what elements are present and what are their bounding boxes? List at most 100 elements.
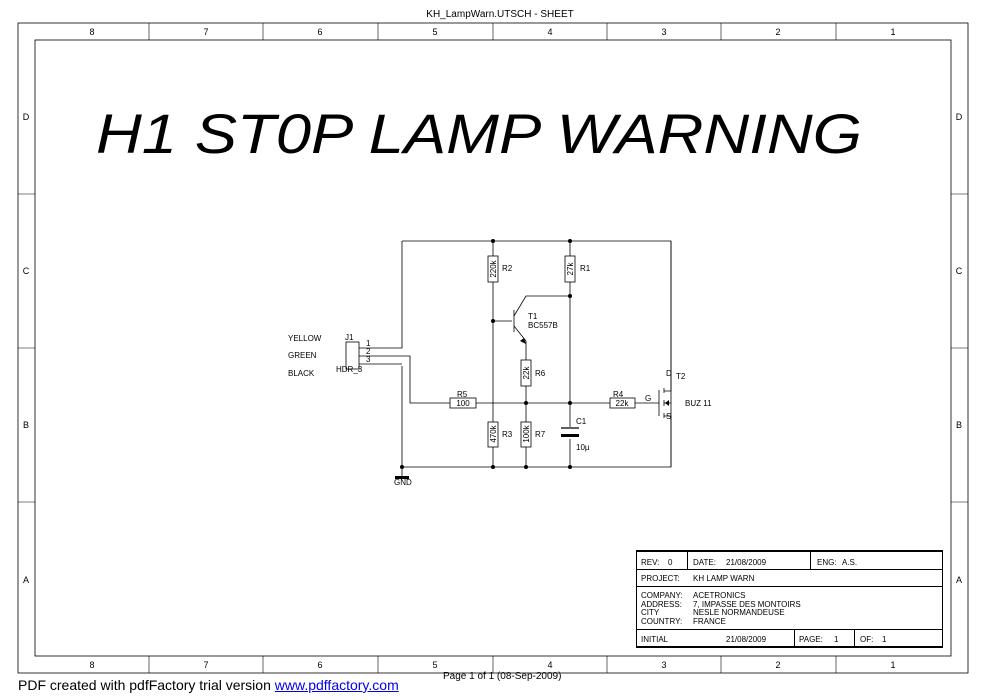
junction-dots	[400, 239, 572, 469]
r3-value: 470k	[489, 424, 498, 442]
tb-eng-label: ENG:	[817, 558, 837, 567]
col-label-bottom: 2	[775, 660, 780, 670]
row-label-right: B	[956, 420, 962, 430]
tb-initial-date: 21/08/2009	[726, 635, 767, 644]
tb-page-value: 1	[834, 635, 839, 644]
tb-rev-value: 0	[668, 558, 673, 567]
r2-value: 220k	[489, 259, 498, 277]
r7-ref: R7	[535, 430, 546, 439]
col-label-top: 1	[890, 27, 895, 37]
pdf-footer: PDF created with pdfFactory trial versio…	[18, 677, 399, 693]
tb-initial-label: INITIAL	[641, 635, 669, 644]
j1-pin-2: 2	[366, 347, 371, 356]
sheet-title: H1 ST0P LAMP WARNING	[96, 102, 862, 165]
tb-of-label: OF:	[860, 635, 874, 644]
wire-label-green: GREEN	[288, 351, 317, 360]
j1-value: HDR_3	[336, 365, 363, 374]
row-dividers	[18, 193, 968, 503]
r4-value: 22k	[616, 399, 630, 408]
tb-company-label: COMPANY:	[641, 591, 683, 600]
r6-ref: R6	[535, 369, 546, 378]
gnd-symbol	[395, 476, 409, 479]
tb-country-label: COUNTRY:	[641, 616, 683, 626]
c1-value: 10µ	[576, 443, 590, 452]
circuit-wires	[359, 240, 672, 476]
col-label-top: 8	[89, 27, 94, 37]
resistor-r7	[520, 421, 532, 448]
resistor-r6	[520, 359, 532, 387]
r2-ref: R2	[502, 264, 513, 273]
tb-divider	[810, 550, 811, 570]
tb-address-label: ADDRESS:	[641, 599, 682, 609]
wire-label-black: BLACK	[288, 369, 315, 378]
row-label-left: C	[23, 266, 30, 276]
col-label-bottom: 5	[432, 660, 437, 670]
tb-initial-row: INITIAL 21/08/2009 PAGE: 1 OF: 1	[636, 629, 943, 648]
j1-pin-1: 1	[366, 339, 371, 348]
r4-ref: R4	[613, 390, 624, 399]
tb-of-value: 1	[882, 635, 887, 644]
col-label-top: 6	[317, 27, 322, 37]
tb-project-row: PROJECT: KH LAMP WARN	[636, 569, 943, 587]
row-label-left: B	[23, 420, 29, 430]
row-label-left: A	[23, 575, 29, 585]
r6-value: 22k	[522, 366, 531, 380]
t2-pin-g: G	[645, 394, 651, 403]
r1-ref: R1	[580, 264, 591, 273]
resistor-r2	[487, 255, 499, 283]
tb-divider	[794, 629, 795, 648]
col-label-bottom: 1	[890, 660, 895, 670]
title-block: REV: 0 DATE: 21/08/2009 ENG: A.S. PROJEC…	[636, 548, 943, 648]
tb-date-value: 21/08/2009	[726, 558, 767, 567]
t2-ref: T2	[676, 372, 686, 381]
wire-label-yellow: YELLOW	[288, 334, 322, 343]
tb-project-value: KH LAMP WARN	[693, 574, 755, 583]
resistor-r3	[487, 421, 499, 448]
col-label-bottom: 8	[89, 660, 94, 670]
resistor-r1	[564, 255, 576, 283]
col-label-bottom: 6	[317, 660, 322, 670]
t1-ref: T1	[528, 312, 538, 321]
connector-j1	[345, 341, 360, 370]
col-label-top: 5	[432, 27, 437, 37]
tb-divider	[854, 629, 855, 648]
col-label-top: 3	[661, 27, 666, 37]
column-dividers	[148, 23, 837, 673]
tb-rev-row: REV: 0 DATE: 21/08/2009 ENG: A.S.	[636, 550, 943, 570]
resistor-r5	[449, 397, 477, 409]
row-label-right: C	[956, 266, 963, 276]
r1-value: 27k	[566, 262, 575, 276]
row-label-right: A	[956, 575, 962, 585]
t2-channel-arrow	[665, 400, 669, 406]
r5-ref: R5	[457, 390, 468, 399]
col-label-top: 4	[547, 27, 552, 37]
col-label-top: 7	[203, 27, 208, 37]
tb-city-value: NESLE NORMANDEUSE	[693, 608, 785, 617]
capacitor-c1	[561, 427, 579, 437]
r5-value: 100	[456, 399, 470, 408]
col-label-bottom: 7	[203, 660, 208, 670]
c1-ref: C1	[576, 417, 587, 426]
tb-divider	[687, 550, 688, 570]
tb-project-label: PROJECT:	[641, 574, 680, 583]
pdffactory-link[interactable]: www.pdffactory.com	[274, 677, 399, 693]
r7-value: 100k	[522, 424, 531, 442]
t1-emitter-arrow	[520, 338, 526, 344]
j1-pin-3: 3	[366, 355, 371, 364]
tb-page-label: PAGE:	[799, 635, 823, 644]
r3-ref: R3	[502, 430, 513, 439]
col-label-top: 2	[775, 27, 780, 37]
tb-address-value: 7, IMPASSE DES MONTOIRS	[693, 599, 801, 609]
tb-company-row: COMPANY: ACETRONICS ADDRESS: 7, IMPASSE …	[636, 586, 943, 630]
col-label-bottom: 4	[547, 660, 552, 670]
pdf-footer-text: PDF created with pdfFactory trial versio…	[18, 677, 275, 693]
tb-company-value: ACETRONICS	[693, 591, 746, 600]
row-label-right: D	[956, 112, 963, 122]
tb-country-value: FRANCE	[693, 616, 726, 626]
tb-rev-label: REV:	[641, 558, 660, 567]
t2-pin-d: D	[666, 369, 672, 378]
tb-city-label: CITY	[641, 608, 660, 617]
t1-value: BC557B	[528, 321, 558, 330]
